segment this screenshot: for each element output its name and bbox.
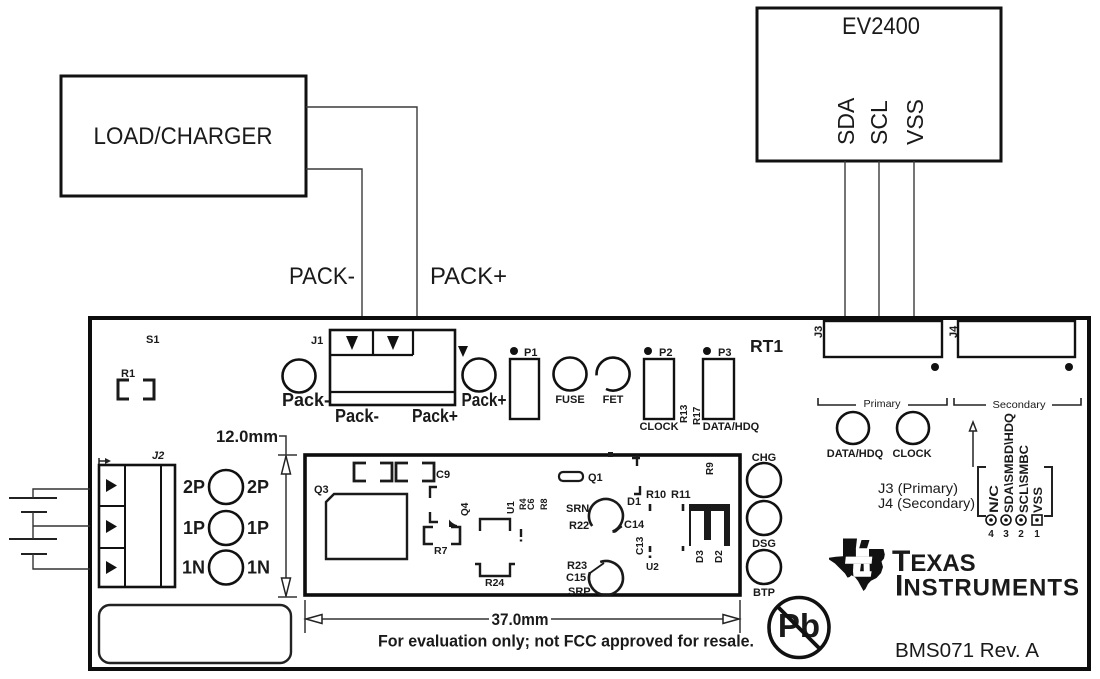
svg-text:SCL: SCL bbox=[866, 100, 892, 145]
svg-text:P2: P2 bbox=[659, 347, 672, 359]
svg-text:VSS: VSS bbox=[1031, 487, 1045, 513]
svg-text:DSG: DSG bbox=[752, 538, 776, 550]
svg-text:U2: U2 bbox=[646, 562, 659, 573]
svg-text:Q3: Q3 bbox=[314, 484, 329, 496]
svg-text:DATA/HDQ: DATA/HDQ bbox=[827, 448, 884, 460]
svg-text:1P: 1P bbox=[183, 518, 205, 538]
svg-text:CHG: CHG bbox=[752, 452, 776, 464]
svg-text:C14: C14 bbox=[624, 519, 645, 531]
svg-text:J1: J1 bbox=[311, 335, 323, 347]
svg-text:D3: D3 bbox=[695, 550, 706, 563]
svg-text:FET: FET bbox=[603, 394, 624, 406]
svg-text:R24: R24 bbox=[485, 577, 504, 589]
svg-text:U1: U1 bbox=[506, 501, 517, 514]
svg-text:R13: R13 bbox=[679, 404, 690, 423]
svg-text:R11: R11 bbox=[671, 489, 691, 501]
svg-text:R4: R4 bbox=[518, 498, 528, 510]
svg-text:Pack-: Pack- bbox=[335, 406, 379, 426]
svg-text:SRN: SRN bbox=[566, 503, 589, 515]
svg-text:3: 3 bbox=[1003, 529, 1009, 540]
svg-text:RT1: RT1 bbox=[750, 336, 783, 356]
svg-text:1P: 1P bbox=[247, 518, 269, 538]
svg-text:FUSE: FUSE bbox=[555, 394, 584, 406]
svg-text:Secondary: Secondary bbox=[993, 399, 1047, 411]
svg-text:PACK-: PACK- bbox=[289, 263, 355, 290]
svg-text:Pack+: Pack+ bbox=[462, 390, 507, 410]
svg-text:BTP: BTP bbox=[753, 587, 775, 599]
svg-text:R22: R22 bbox=[569, 520, 589, 532]
svg-text:R17: R17 bbox=[692, 406, 703, 425]
svg-text:12.0mm: 12.0mm bbox=[216, 427, 278, 446]
svg-text:1: 1 bbox=[1034, 529, 1040, 540]
svg-text:2: 2 bbox=[1018, 529, 1024, 540]
svg-text:1N: 1N bbox=[247, 558, 270, 578]
svg-text:R10: R10 bbox=[646, 489, 666, 501]
svg-text:37.0mm: 37.0mm bbox=[492, 610, 549, 629]
svg-text:SDA: SDA bbox=[833, 97, 859, 145]
svg-text:CLOCK: CLOCK bbox=[892, 448, 931, 460]
svg-text:For evaluation only; not FCC a: For evaluation only; not FCC approved fo… bbox=[378, 633, 754, 651]
svg-text:Q1: Q1 bbox=[588, 472, 603, 484]
svg-text:VSS: VSS bbox=[902, 99, 928, 145]
svg-text:P1: P1 bbox=[524, 347, 537, 359]
svg-text:1N: 1N bbox=[182, 558, 205, 578]
svg-text:J3: J3 bbox=[813, 326, 825, 338]
svg-text:C13: C13 bbox=[635, 536, 646, 555]
svg-text:PACK+: PACK+ bbox=[430, 263, 507, 290]
svg-text:SDA\SMBD\HDQ: SDA\SMBD\HDQ bbox=[1002, 413, 1016, 513]
svg-text:S1: S1 bbox=[146, 334, 159, 346]
svg-text:J4 (Secondary): J4 (Secondary) bbox=[878, 495, 975, 511]
svg-text:N/C: N/C bbox=[987, 485, 1001, 513]
svg-text:Pack+: Pack+ bbox=[412, 406, 458, 426]
svg-text:D2: D2 bbox=[714, 550, 725, 563]
svg-text:SCL\SMBC: SCL\SMBC bbox=[1017, 445, 1031, 513]
svg-text:Primary: Primary bbox=[864, 398, 902, 410]
svg-text:2P: 2P bbox=[247, 477, 269, 497]
svg-text:TEXAS: TEXAS bbox=[892, 545, 976, 578]
svg-text:Pack-: Pack- bbox=[282, 390, 330, 410]
svg-text:2P: 2P bbox=[183, 477, 205, 497]
svg-text:DATA/HDQ: DATA/HDQ bbox=[703, 421, 760, 433]
svg-text:CLOCK: CLOCK bbox=[639, 421, 678, 433]
svg-text:R9: R9 bbox=[705, 462, 716, 475]
svg-text:R8: R8 bbox=[539, 498, 549, 510]
svg-text:4: 4 bbox=[988, 529, 994, 540]
svg-text:R1: R1 bbox=[121, 368, 135, 380]
svg-text:J3 (Primary): J3 (Primary) bbox=[878, 480, 958, 496]
svg-text:BMS071 Rev. A: BMS071 Rev. A bbox=[895, 640, 1040, 662]
svg-text:Q4: Q4 bbox=[460, 502, 471, 516]
svg-text:R7: R7 bbox=[434, 545, 448, 557]
svg-text:LOAD/CHARGER: LOAD/CHARGER bbox=[94, 123, 273, 150]
svg-text:D1: D1 bbox=[627, 496, 641, 508]
svg-text:C9: C9 bbox=[436, 469, 450, 481]
svg-text:SRP: SRP bbox=[568, 586, 591, 598]
svg-text:C15: C15 bbox=[566, 572, 586, 584]
svg-text:INSTRUMENTS: INSTRUMENTS bbox=[895, 570, 1080, 603]
svg-text:P3: P3 bbox=[718, 347, 731, 359]
svg-text:R23: R23 bbox=[567, 560, 587, 572]
svg-text:EV2400: EV2400 bbox=[842, 13, 920, 40]
svg-text:J2: J2 bbox=[152, 450, 164, 462]
svg-text:C6: C6 bbox=[526, 498, 536, 510]
